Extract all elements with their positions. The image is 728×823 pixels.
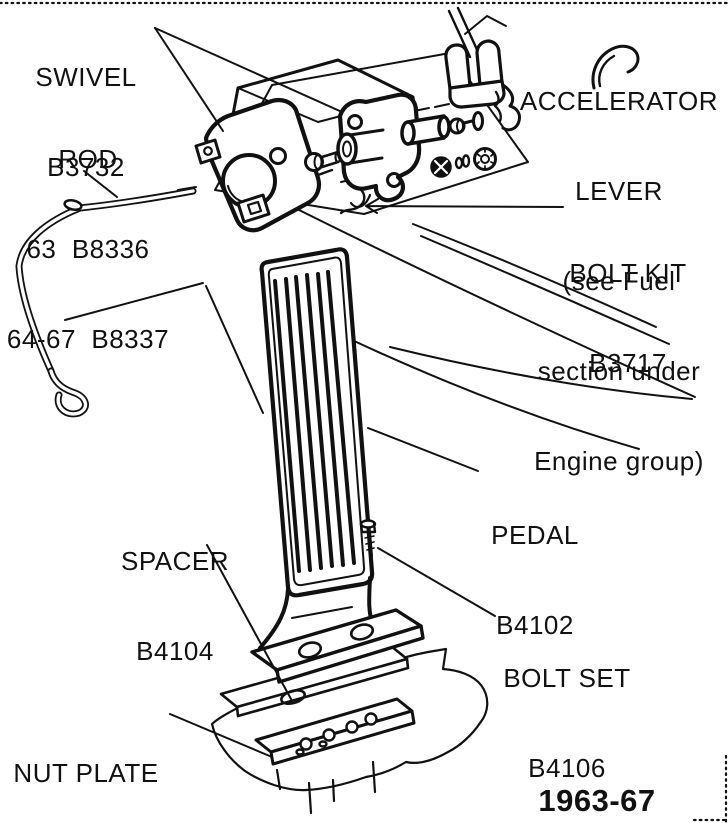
bolt-set-screw xyxy=(359,519,377,558)
accelerator-lever-label: ACCELERATOR LEVER (see Fuel section unde… xyxy=(507,26,728,536)
swivel-plate-small-hole xyxy=(269,147,287,165)
rod-leader xyxy=(83,170,118,198)
pedal-label: PEDAL B4102 xyxy=(470,460,600,700)
accelerator-lever-label-line2: LEVER xyxy=(575,176,663,206)
swivel-label-name: SWIVEL xyxy=(35,62,137,92)
diagram-title-years: 1963-67 xyxy=(538,783,656,818)
accelerator-lever-label-line1: ACCELERATOR xyxy=(519,86,719,116)
swivel-body-hole-top xyxy=(347,114,363,130)
bolt-set-label-part: B4106 xyxy=(528,753,606,783)
rod-label-name: ROD xyxy=(58,144,118,174)
accelerator-lever-leader xyxy=(464,15,507,35)
swivel-body xyxy=(336,92,422,209)
rod-label-part-63: 63 B8336 xyxy=(26,234,150,264)
pedal-base-hole-right xyxy=(349,623,375,641)
swivel-mount-plate xyxy=(194,97,322,233)
bolt-kit-label-part: B3717 xyxy=(589,348,667,378)
spring-cylinder xyxy=(400,114,451,146)
bolt-set-label: BOLT SET B4106 xyxy=(490,603,644,823)
bolt-kit-label: BOLT KIT B3717 xyxy=(543,198,713,438)
lever-hook xyxy=(501,83,521,132)
pedal-base xyxy=(250,576,425,684)
pedal-leader xyxy=(367,427,479,472)
pedal-label-part: B4102 xyxy=(496,610,574,640)
lower-fastener-row xyxy=(430,147,497,178)
bolt-set-leader xyxy=(377,547,496,617)
firewall-contour-lines xyxy=(64,208,696,450)
nut-plate-bracket-label: NUT PLATE B4108 BRACKET B2908 xyxy=(9,698,163,823)
swivel-plate-bottom-tab xyxy=(236,193,271,224)
accelerator-rod xyxy=(15,187,197,418)
swivel-leader-right xyxy=(154,27,343,113)
pedal-pad-ribs xyxy=(273,270,356,573)
lever-end-tab xyxy=(591,44,640,90)
spacer-label: SPACER B4104 xyxy=(110,486,240,726)
pedal-base-hole-left xyxy=(297,641,323,659)
spacer-leader xyxy=(206,544,292,700)
nut-plate-leader xyxy=(169,713,273,758)
spacer-hole xyxy=(280,689,306,705)
rod-label-part-64-67: 64-67 B8337 xyxy=(6,324,170,354)
leader-lines xyxy=(83,15,564,758)
rod-collar xyxy=(63,199,83,211)
swivel-plate-left-tab xyxy=(194,138,222,165)
swivel-boss xyxy=(336,132,358,166)
swivel-leader-left xyxy=(154,27,224,132)
swivel-body-hole-bottom xyxy=(386,172,402,188)
spacer-label-part: B4104 xyxy=(136,636,214,666)
pedal-pad xyxy=(259,247,375,598)
bracket-nut-plate xyxy=(254,697,416,766)
rod-label: ROD 63 B8336 64-67 B8337 xyxy=(0,84,176,414)
diagram-title: 1963-67 ACCELERATOR PEDAL xyxy=(455,706,728,823)
mount-bolt xyxy=(304,150,342,172)
bolt-set-label-name: BOLT SET xyxy=(503,663,631,693)
swivel-label-part: B3732 xyxy=(47,152,125,182)
accelerator-lever-label-line4: section under xyxy=(537,356,701,386)
pedal-label-name: PEDAL xyxy=(491,520,579,550)
bracket-studs xyxy=(295,712,378,756)
accelerator-lever xyxy=(444,6,640,132)
nut-plate-label-name: NUT PLATE xyxy=(13,758,159,788)
bolt-kit-leader xyxy=(365,198,564,214)
swivel-label: SWIVEL B3732 xyxy=(18,2,154,242)
upper-bolt-and-washer xyxy=(448,111,484,135)
accelerator-lever-label-line3: (see Fuel xyxy=(562,266,676,296)
accelerator-lever-label-line5: Engine group) xyxy=(534,446,704,476)
spacer-label-name: SPACER xyxy=(121,546,229,576)
bolt-kit-label-name: BOLT KIT xyxy=(569,258,687,288)
